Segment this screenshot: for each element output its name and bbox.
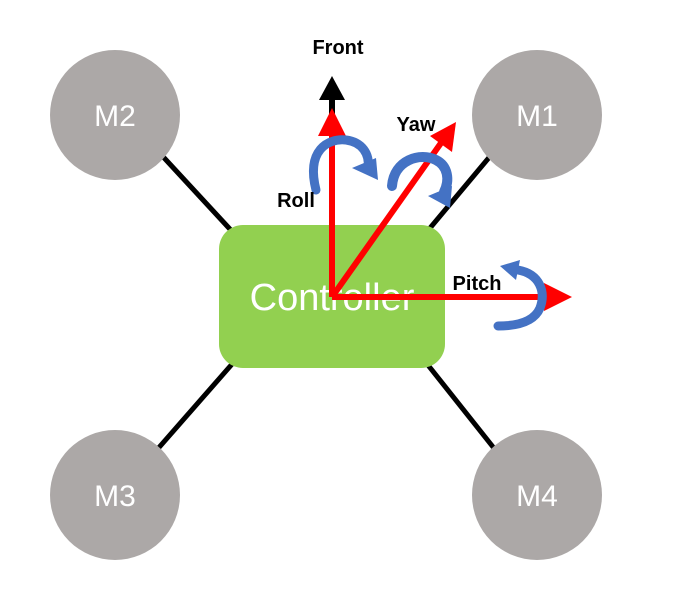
yaw-rotation-arrow — [387, 152, 453, 208]
motor-m3: M3 — [50, 430, 180, 560]
yaw-axis — [329, 141, 444, 299]
pitch-rotation-arrowhead — [500, 260, 520, 280]
yaw-rotation-arc — [387, 152, 453, 197]
arm-m1 — [418, 146, 499, 242]
arm-m2 — [153, 146, 242, 242]
motor-m3-label: M3 — [94, 480, 136, 513]
arm-m3 — [153, 353, 242, 454]
roll-axis-arrowhead — [318, 108, 346, 136]
motor-m4: M4 — [472, 430, 602, 560]
front-label: Front — [312, 37, 363, 59]
pitch-rotation-arrow — [493, 260, 547, 331]
arm-m4 — [418, 353, 499, 454]
motor-m2: M2 — [50, 50, 180, 180]
motor-m4-circle — [472, 430, 602, 560]
motor-m3-circle — [50, 430, 180, 560]
yaw-rotation-arrowhead — [428, 186, 452, 208]
motor-m1-circle — [472, 50, 602, 180]
front-arrowhead — [319, 76, 345, 100]
roll-label: Roll — [277, 190, 315, 212]
pitch-axis-arrowhead — [544, 283, 572, 311]
roll-rotation-arc — [309, 135, 373, 195]
motor-m4-label: M4 — [516, 480, 558, 513]
pitch-label: Pitch — [453, 273, 502, 295]
roll-rotation-arrowhead — [352, 158, 378, 180]
motor-m1: M1 — [472, 50, 602, 180]
frame-arms — [153, 146, 499, 454]
motor-m1-label: M1 — [516, 100, 558, 133]
yaw-axis-arrowhead — [430, 122, 456, 152]
pitch-rotation-arc — [493, 265, 547, 331]
motor-m2-circle — [50, 50, 180, 180]
roll-rotation-arrow — [309, 135, 378, 195]
yaw-label: Yaw — [397, 114, 436, 136]
axes — [318, 108, 572, 311]
motor-m2-label: M2 — [94, 100, 136, 133]
